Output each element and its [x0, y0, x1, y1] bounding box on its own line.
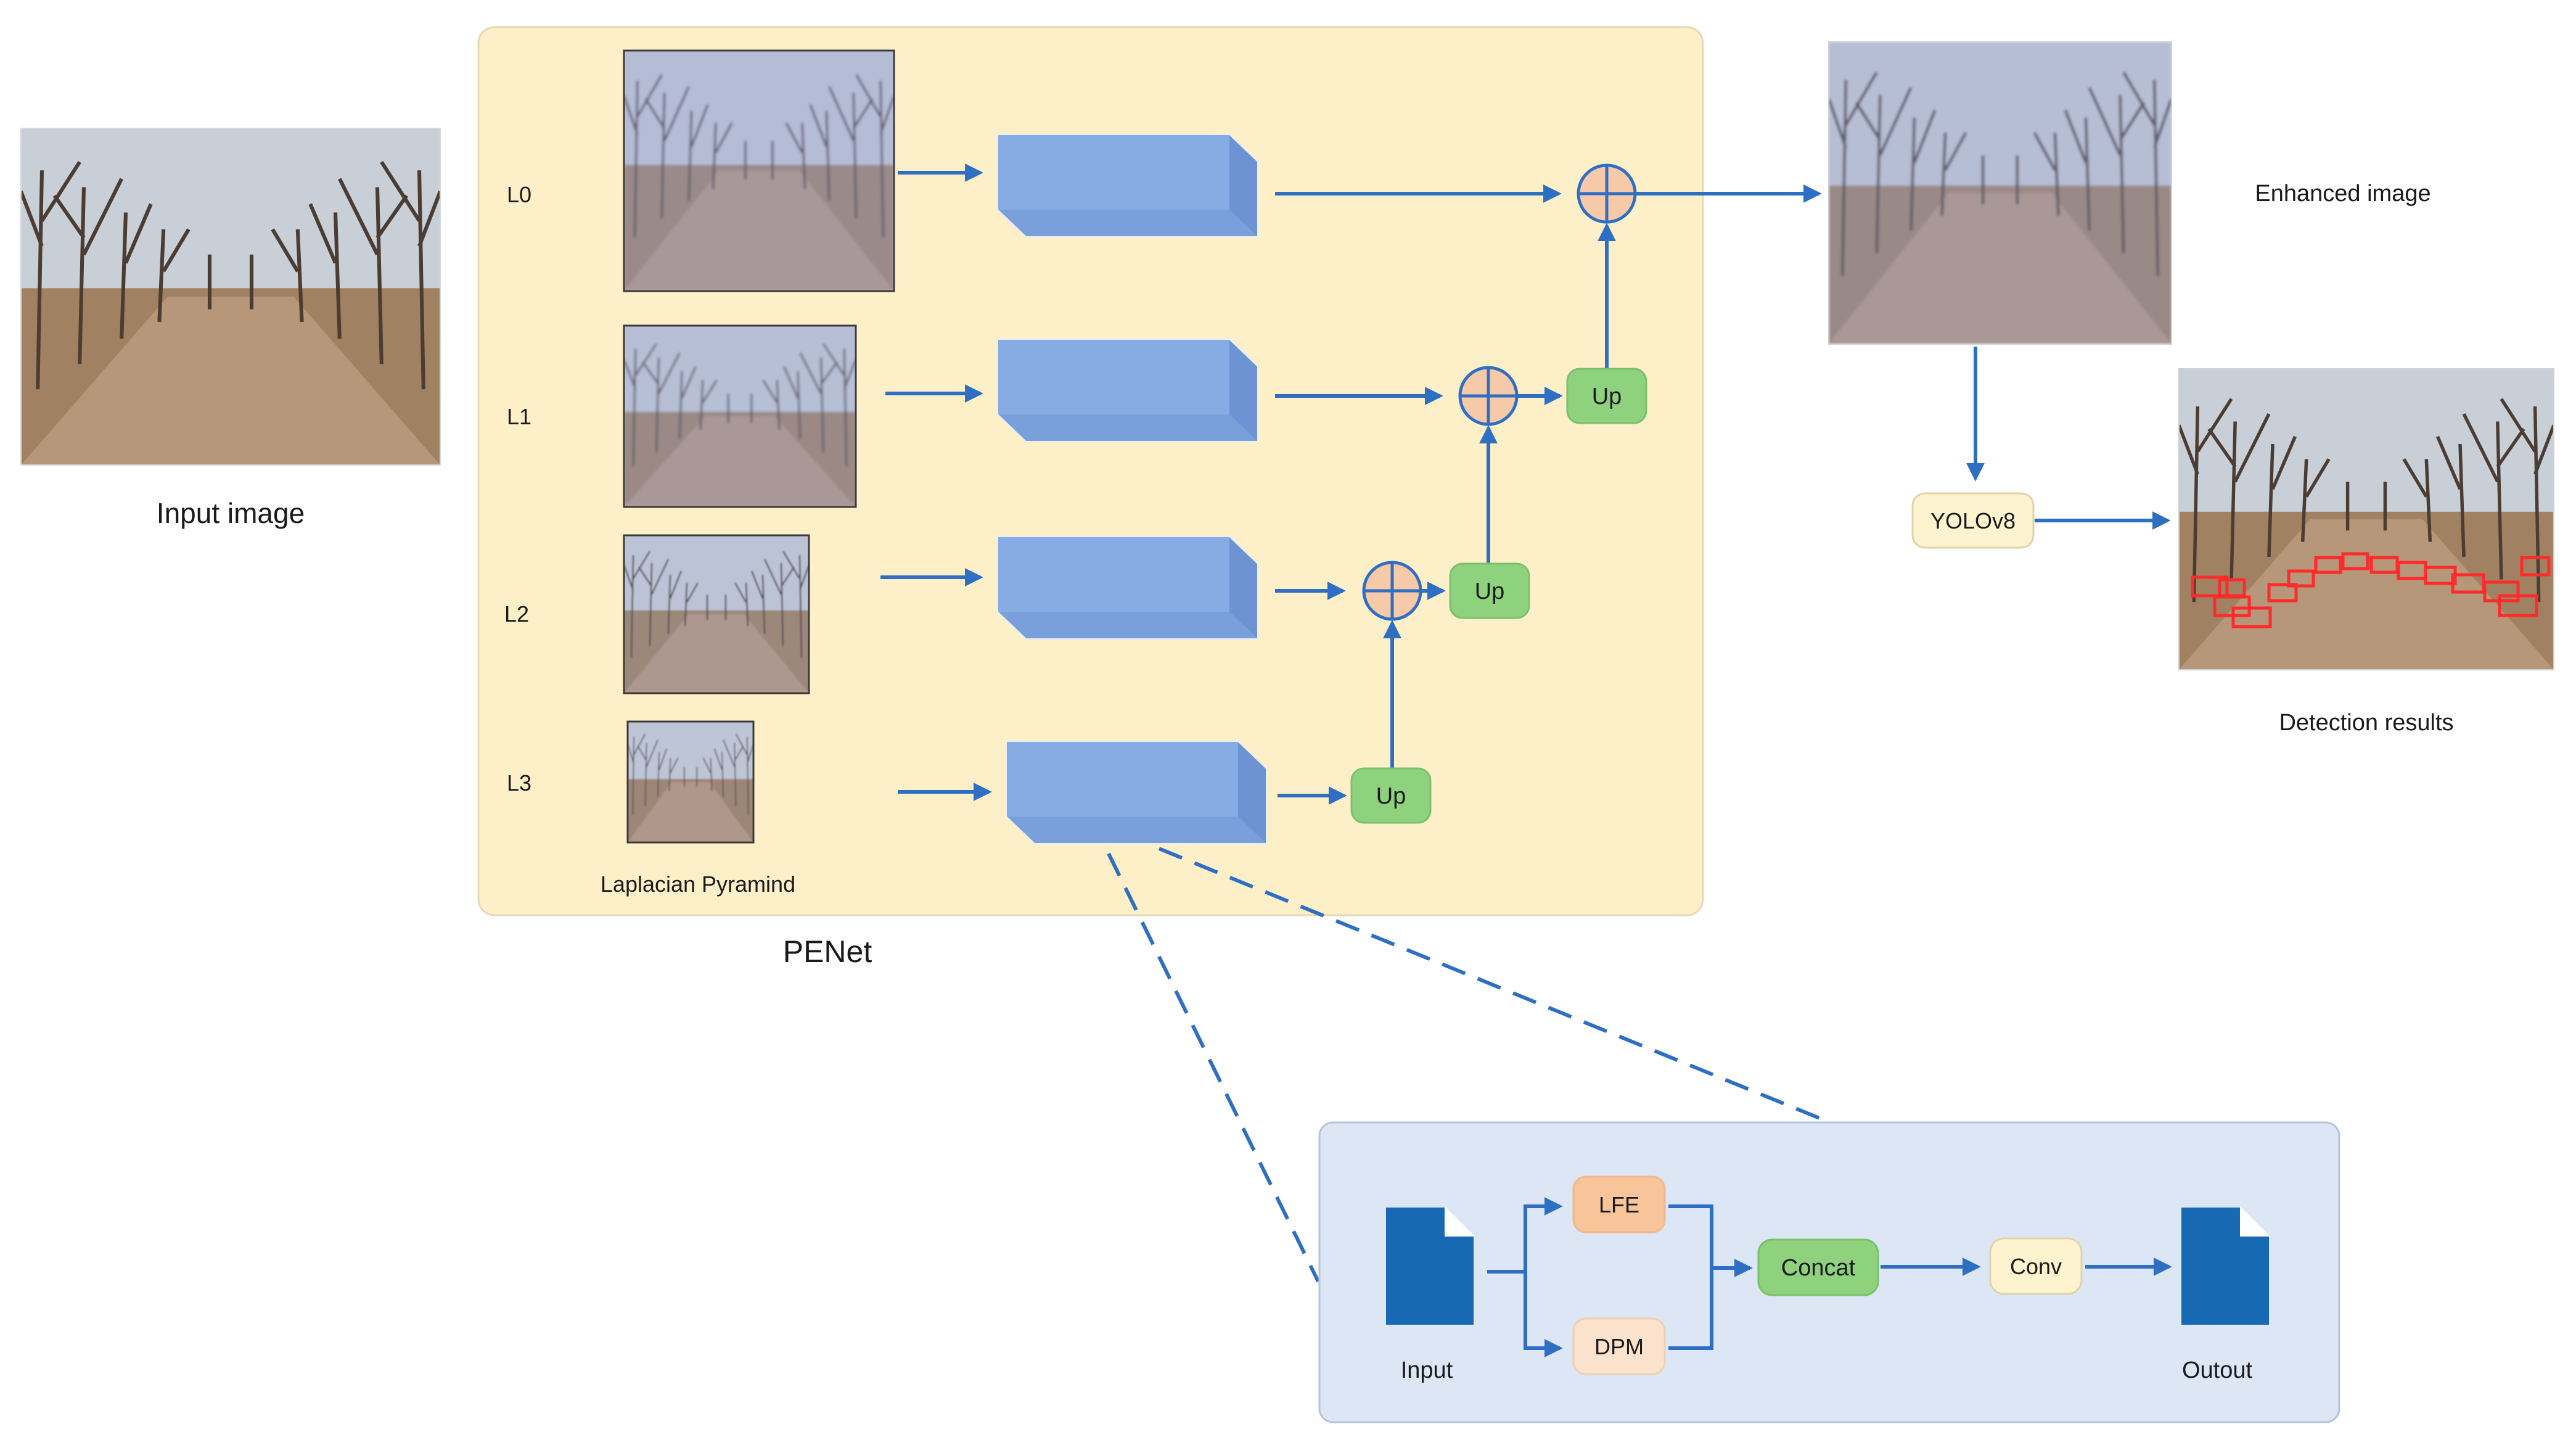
- merge-line-top: [1668, 1204, 1713, 1350]
- detection-results-image: [2178, 368, 2554, 670]
- feature-block-l2: [997, 536, 1258, 640]
- yolo-detector-box: YOLOv8: [1911, 492, 2035, 549]
- up-block-l3: Up: [1350, 767, 1432, 824]
- module-input-label: Input: [1401, 1357, 1453, 1383]
- concat-block: Concat: [1757, 1238, 1879, 1296]
- sum-node-l2: [1362, 561, 1422, 621]
- zoom-line-right: [1158, 847, 1831, 1124]
- svg-text:Conv: Conv: [2010, 1254, 2062, 1279]
- output-file-icon: [2181, 1206, 2271, 1325]
- pyramid-image-l3: [626, 720, 755, 844]
- conv-block: Conv: [1989, 1237, 2083, 1295]
- enhanced-image: [1828, 41, 2172, 345]
- level-label-l0: L0: [507, 182, 531, 207]
- level-label-l2: L2: [504, 601, 529, 627]
- svg-text:LFE: LFE: [1599, 1192, 1639, 1217]
- feature-block-l3: [1006, 741, 1267, 844]
- lfe-block: LFE: [1572, 1175, 1666, 1233]
- feature-block-l1: [997, 339, 1258, 442]
- branch-line-bottom: [1524, 1272, 1563, 1357]
- enhanced-image-label: Enhanced image: [2255, 181, 2430, 207]
- svg-text:Up: Up: [1376, 783, 1406, 809]
- up-block-l2: Up: [1449, 562, 1530, 619]
- svg-text:Up: Up: [1592, 384, 1622, 410]
- sum-node-l0: [1577, 163, 1637, 224]
- module-output-label: Outout: [2182, 1357, 2253, 1383]
- svg-text:Up: Up: [1475, 578, 1505, 604]
- pyramid-caption: Laplacian Pyramind: [601, 871, 795, 897]
- svg-text:DPM: DPM: [1594, 1334, 1644, 1359]
- feature-block-l0: [997, 134, 1258, 237]
- zoom-line-left: [1107, 852, 1320, 1283]
- pyramid-image-l0: [623, 49, 895, 292]
- pyramid-image-l2: [623, 534, 810, 694]
- sum-node-l1: [1458, 366, 1519, 426]
- up-block-l1: Up: [1566, 368, 1647, 424]
- penet-label: PENet: [783, 934, 872, 969]
- input-file-icon: [1386, 1206, 1475, 1325]
- pyramid-image-l1: [623, 324, 857, 508]
- detection-results-label: Detection results: [2279, 710, 2453, 736]
- branch-line-top: [1524, 1197, 1563, 1272]
- dpm-block: DPM: [1572, 1317, 1666, 1375]
- level-label-l3: L3: [507, 770, 531, 796]
- level-label-l1: L1: [507, 404, 531, 429]
- input-image-label: Input image: [157, 497, 305, 529]
- svg-text:YOLOv8: YOLOv8: [1930, 508, 2016, 533]
- svg-text:Concat: Concat: [1781, 1255, 1856, 1281]
- input-image: [20, 128, 441, 466]
